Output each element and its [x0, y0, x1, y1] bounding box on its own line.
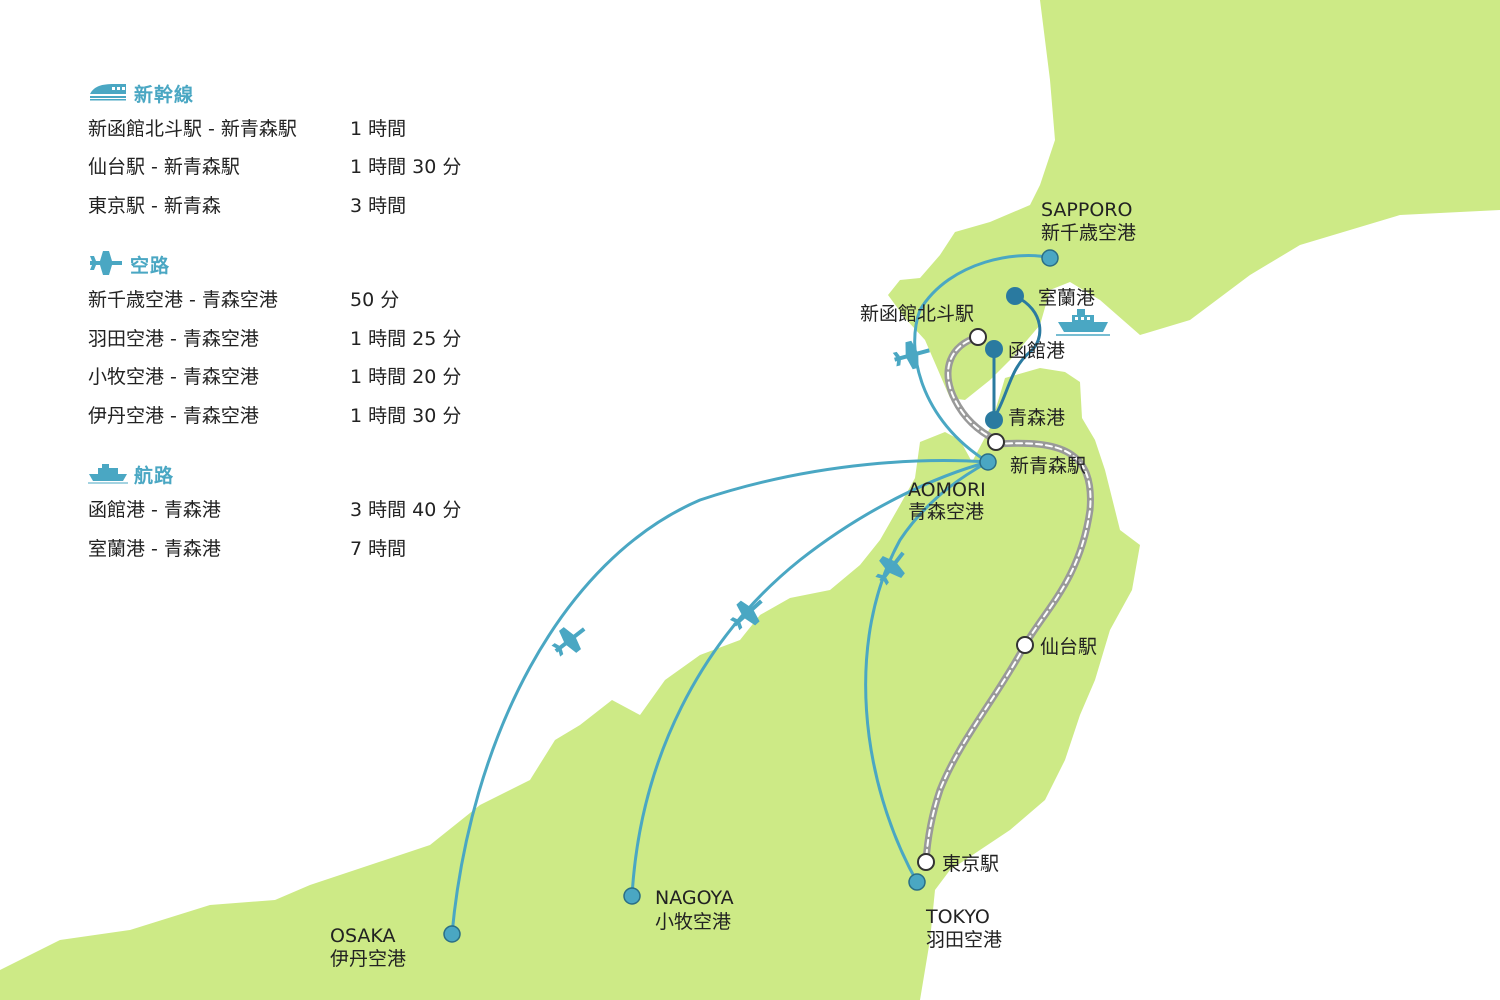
route-label: 新千歳空港 - 青森空港	[88, 289, 278, 312]
route-label: 室蘭港 - 青森港	[88, 537, 221, 560]
node-sendai	[1016, 636, 1034, 654]
route-label: 新函館北斗駅 - 新青森駅	[88, 117, 297, 140]
sea-routes	[992, 294, 1042, 419]
label-shinhakodate: 新函館北斗駅	[860, 303, 974, 325]
route-sapporo-aomori	[913, 254, 1051, 464]
label-nagoya-jp: 小牧空港	[655, 911, 731, 933]
route-nagoya-aomori	[630, 460, 989, 897]
airplane-icon	[729, 599, 763, 631]
route-label: 仙台駅 - 新青森駅	[88, 156, 240, 179]
route-tokyo-aomori	[864, 460, 989, 883]
time-value: 1 時間 30 分	[350, 404, 462, 427]
shinkansen-section-header: 新幹線	[88, 78, 508, 108]
time-value: 3 時間	[350, 194, 407, 217]
label-sapporo-en: SAPPORO	[1041, 199, 1132, 221]
time-value: 50 分	[350, 289, 400, 312]
list-item: 新千歳空港 - 青森空港 50 分	[88, 280, 508, 319]
list-item: 新函館北斗駅 - 新青森駅 1 時間	[88, 108, 508, 147]
node-osaka	[443, 925, 461, 943]
airplane-icon	[88, 250, 124, 280]
route-label: 東京駅 - 新青森	[88, 194, 221, 217]
label-tokyo-station: 東京駅	[942, 853, 999, 875]
airplane-icon	[551, 627, 586, 657]
list-item: 小牧空港 - 青森空港 1 時間 20 分	[88, 357, 508, 396]
map-labels: SAPPORO 新千歳空港 室蘭港 新函館北斗駅 函館港 青森港 新青森駅 AO…	[330, 199, 1136, 970]
node-shinhakodate	[969, 328, 987, 346]
label-sendai: 仙台駅	[1040, 636, 1097, 658]
route-label: 羽田空港 - 青森空港	[88, 327, 259, 350]
time-value: 7 時間	[350, 537, 407, 560]
route-label: 函館港 - 青森港	[88, 499, 221, 522]
node-tokyo-haneda	[908, 873, 926, 891]
label-aomori-en: AOMORI	[908, 479, 986, 501]
hokkaido-landmass	[888, 0, 1500, 400]
node-nagoya	[623, 887, 641, 905]
time-value: 1 時間 25 分	[350, 327, 462, 350]
air-title: 空路	[130, 255, 171, 277]
node-aomori-port	[985, 411, 1003, 429]
label-tokyo-jp: 羽田空港	[926, 929, 1002, 951]
time-value: 1 時間	[350, 117, 407, 140]
list-item: 東京駅 - 新青森 3 時間	[88, 185, 508, 224]
route-muroran-aomori	[992, 294, 1042, 419]
airplane-icon	[892, 340, 930, 370]
ferry-ship-icon	[88, 462, 128, 488]
node-shinaomori	[987, 433, 1005, 451]
honshu-landmass	[0, 368, 1140, 1000]
label-muroran: 室蘭港	[1038, 287, 1095, 309]
kinki-landmass	[560, 720, 640, 790]
list-item: 伊丹空港 - 青森空港 1 時間 30 分	[88, 395, 508, 434]
sado-island	[742, 648, 790, 690]
airplane-icons	[551, 340, 930, 657]
label-aomori-port: 青森港	[1008, 407, 1065, 429]
travel-time-legend: 新幹線 新函館北斗駅 - 新青森駅 1 時間 仙台駅 - 新青森駅 1 時間 3…	[88, 78, 508, 567]
node-aomori-airport	[979, 453, 997, 471]
list-item: 仙台駅 - 新青森駅 1 時間 30 分	[88, 147, 508, 186]
sea-section-header: 航路	[88, 460, 508, 490]
time-value: 1 時間 30 分	[350, 156, 462, 179]
time-value: 1 時間 20 分	[350, 366, 462, 389]
label-tokyo-en: TOKYO	[925, 906, 990, 928]
list-item: 函館港 - 青森港 3 時間 40 分	[88, 490, 508, 529]
spacer	[88, 224, 508, 250]
label-nagoya-en: NAGOYA	[655, 887, 734, 909]
air-section-header: 空路	[88, 250, 508, 280]
list-item: 室蘭港 - 青森港 7 時間	[88, 528, 508, 567]
label-osaka-jp: 伊丹空港	[330, 948, 406, 970]
sea-title: 航路	[134, 465, 175, 487]
time-value: 3 時間 40 分	[350, 499, 462, 522]
shikoku-landmass	[150, 960, 360, 1000]
label-shinaomori: 新青森駅	[1010, 455, 1086, 477]
label-sapporo-jp: 新千歳空港	[1041, 222, 1136, 244]
spacer	[88, 434, 508, 460]
air-routes	[450, 254, 1051, 935]
airplane-icon	[875, 551, 905, 586]
shinkansen-title: 新幹線	[134, 83, 195, 106]
port-nodes	[985, 287, 1024, 429]
node-sapporo	[1041, 249, 1059, 267]
label-hakodate-port: 函館港	[1008, 340, 1065, 362]
route-osaka-aomori	[450, 459, 989, 935]
shinkansen-train-icon	[88, 80, 128, 106]
rail-line-north-dash	[947, 336, 997, 441]
node-hakodate-port	[985, 340, 1003, 358]
label-aomori-jp: 青森空港	[908, 501, 984, 523]
node-muroran	[1006, 287, 1024, 305]
list-item: 羽田空港 - 青森空港 1 時間 25 分	[88, 318, 508, 357]
node-tokyo-station	[917, 853, 935, 871]
route-label: 伊丹空港 - 青森空港	[88, 404, 259, 427]
station-nodes	[917, 328, 1034, 871]
route-label: 小牧空港 - 青森空港	[88, 366, 259, 389]
label-osaka-en: OSAKA	[330, 925, 396, 947]
airport-nodes	[443, 249, 1059, 943]
ferry-ship-icon	[1056, 309, 1110, 336]
